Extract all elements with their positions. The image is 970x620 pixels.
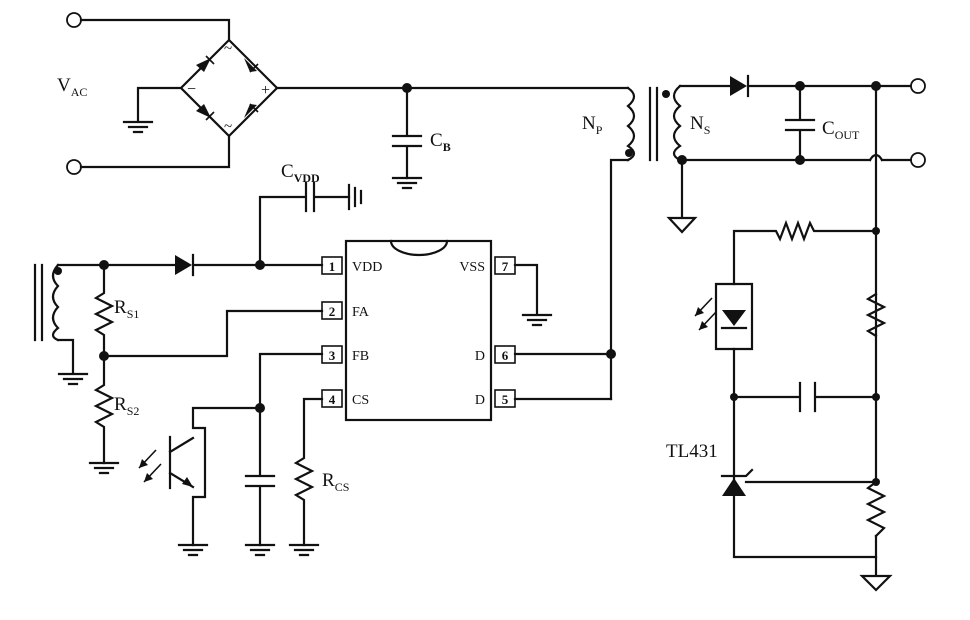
label-cout: COUT — [822, 118, 860, 142]
feedback-network — [694, 84, 893, 592]
label-cvdd: CVDD — [281, 161, 320, 185]
ac-terminal-top — [66, 12, 82, 28]
rcs-resistor — [288, 397, 324, 557]
pin-label: VDD — [352, 260, 382, 275]
svg-text:+: + — [261, 82, 270, 99]
pin-number: 4 — [329, 392, 336, 407]
pin-label: FB — [352, 349, 369, 364]
pin-number: 7 — [502, 259, 509, 274]
rs-divider — [88, 263, 324, 475]
label-ns: NS — [690, 113, 710, 137]
pin-label: D — [475, 393, 485, 408]
bridge-rectifier: ~ ~ + − — [122, 38, 279, 138]
label-rcs: RCS — [322, 470, 349, 494]
transformer — [625, 84, 682, 162]
pin-number: 6 — [502, 348, 509, 363]
ac-input — [66, 12, 231, 175]
label-rs2: RS2 — [114, 394, 139, 418]
pin-number: 2 — [329, 304, 336, 319]
svg-text:~: ~ — [224, 41, 232, 57]
pin-number: 1 — [329, 259, 336, 274]
secondary-output — [666, 74, 926, 234]
cb-capacitor — [391, 86, 423, 190]
aux-winding — [33, 181, 363, 386]
label-np: NP — [582, 113, 603, 137]
svg-text:~: ~ — [224, 119, 232, 135]
pin-label: VSS — [459, 260, 485, 275]
pin-label: CS — [352, 393, 369, 408]
fb-network — [138, 352, 324, 557]
label-vac: VAC — [57, 75, 87, 99]
controller-ic: 1 2 3 4 7 6 5 VDD FA FB CS VSS D D — [321, 239, 516, 422]
label-cb: CB — [430, 130, 451, 154]
pin-label: D — [475, 349, 485, 364]
svg-text:−: − — [187, 81, 196, 98]
ac-terminal-bottom — [66, 159, 82, 175]
pin-number: 5 — [502, 392, 509, 407]
pin-number: 3 — [329, 348, 336, 363]
label-rs1: RS1 — [114, 297, 139, 321]
label-tl431: TL431 — [666, 441, 718, 462]
pin-label: FA — [352, 305, 370, 320]
